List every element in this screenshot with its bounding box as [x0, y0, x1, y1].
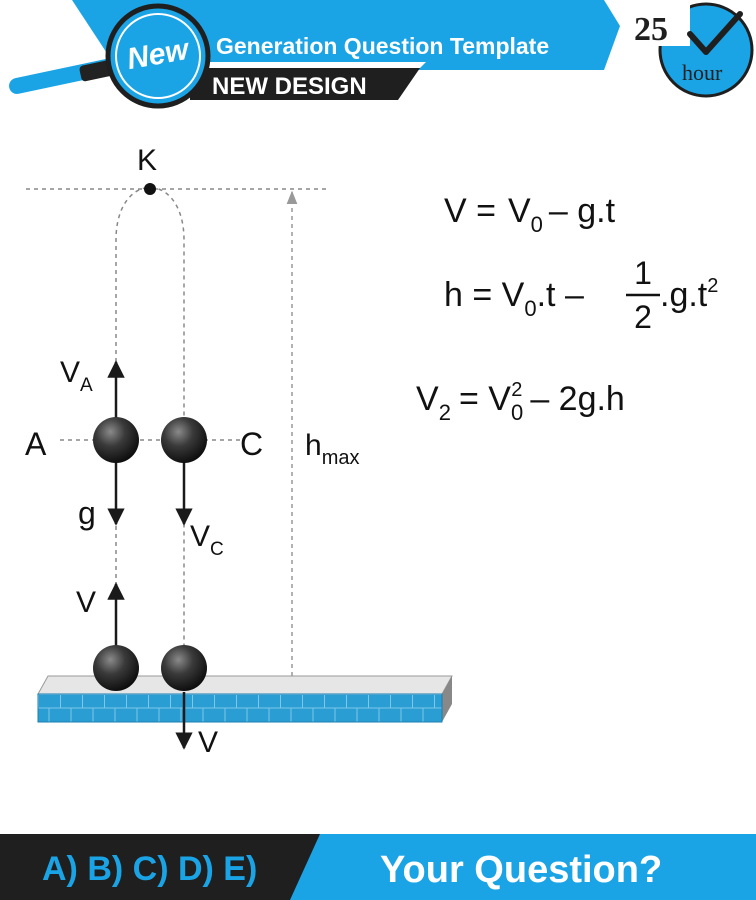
equation-2-tail: .g.t2	[660, 275, 718, 314]
eq3-eq: =	[459, 380, 488, 418]
eq2-sup: 2	[707, 275, 718, 297]
point-k-dot	[144, 183, 156, 195]
label-v-up: V	[76, 586, 96, 619]
clock-label: hour	[682, 60, 723, 85]
eq3-rest: – 2g.h	[530, 380, 625, 418]
eq2-denominator: 2	[634, 299, 652, 335]
va-main: V	[60, 356, 80, 389]
footer: A) B) C) D) E) Your Question?	[0, 834, 756, 900]
trajectory-path	[115, 186, 185, 690]
equation-1: V = V0– g.t	[444, 192, 616, 237]
label-va: VA	[60, 356, 93, 396]
header-subtitle-bar	[190, 68, 420, 100]
header: New Generation Question Template NEW DES…	[9, 0, 754, 109]
eq2-numerator: 1	[634, 255, 652, 291]
hmax-sub: max	[322, 447, 360, 469]
label-c: C	[240, 426, 263, 462]
clock-number: 25	[634, 11, 668, 48]
question-placeholder[interactable]: Your Question?	[380, 849, 662, 891]
eq1-lhs: V =	[444, 192, 496, 230]
magnifier-icon	[105, 3, 211, 109]
footer-blue-bar	[290, 834, 756, 900]
header-white-gap	[183, 62, 426, 68]
va-sub: A	[80, 375, 93, 396]
eq3-v0: V	[488, 380, 511, 418]
eq3-sup0: 2	[511, 379, 522, 401]
checkmark-icon	[687, 11, 743, 55]
eq2-lhs: h =	[444, 276, 502, 314]
ball-a	[93, 417, 139, 463]
eq3-v: V	[416, 380, 439, 418]
eq2-sub: 0	[524, 296, 536, 321]
vc-main: V	[190, 520, 210, 553]
eq2-tail: .g.t	[660, 276, 708, 314]
label-g: g	[78, 495, 96, 531]
ground-block	[37, 675, 453, 723]
eq2-v: V	[502, 276, 525, 314]
label-k: K	[137, 144, 157, 177]
label-vc: VC	[190, 520, 224, 560]
projectile-diagram: K hmax A C VA g VC V	[25, 144, 453, 759]
eq1-v: V	[508, 192, 531, 230]
vc-sub: C	[210, 539, 224, 560]
equations: V =V0– g.t h = V0.t – 1 2 .g.t2 V2= V02–…	[416, 192, 718, 425]
equation-3: V2= V02– 2g.h	[416, 379, 625, 425]
clock-icon: 25 hour	[628, 2, 754, 98]
ball-ground-right	[161, 645, 207, 691]
eq1-sub: 0	[531, 212, 543, 237]
eq3-sub0: 0	[511, 400, 523, 425]
hmax-main: h	[305, 429, 322, 462]
eq2-mid: .t –	[537, 276, 584, 314]
equation-2: h = V0.t –	[444, 276, 584, 321]
label-hmax: hmax	[305, 429, 359, 469]
label-v-down: V	[198, 726, 218, 759]
answer-options[interactable]: A) B) C) D) E)	[42, 850, 257, 888]
header-title: Generation Question Template	[216, 33, 549, 59]
ball-c	[161, 417, 207, 463]
ball-ground-left	[93, 645, 139, 691]
header-subtitle: NEW DESIGN	[212, 73, 367, 100]
eq3-sub: 2	[439, 400, 451, 425]
eq1-rest: – g.t	[549, 192, 616, 230]
label-a: A	[25, 426, 47, 462]
